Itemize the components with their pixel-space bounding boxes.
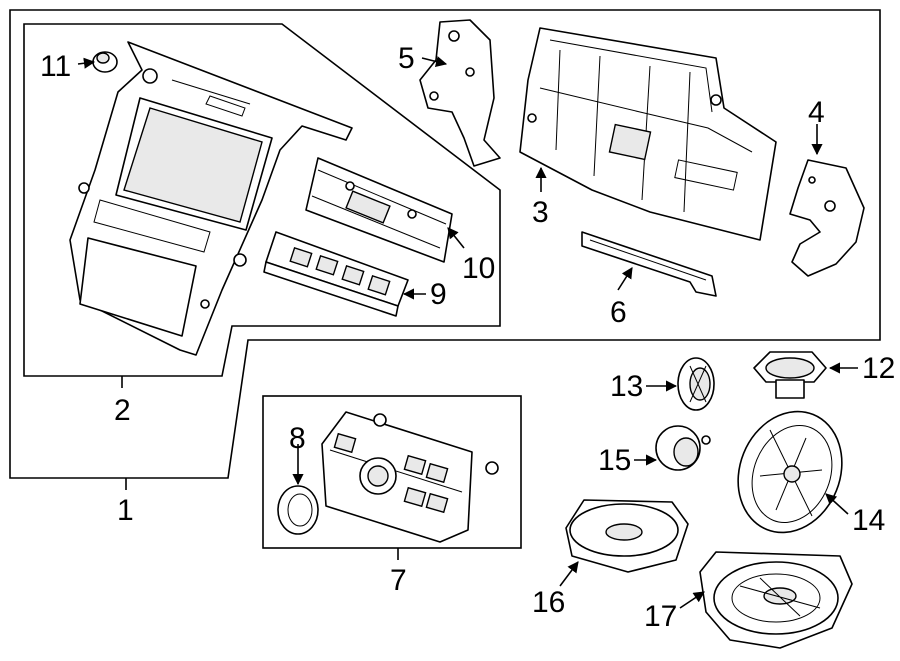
- callout-10: 10: [462, 252, 495, 285]
- head-unit-3-part: [519, 27, 777, 241]
- callout-3: 3: [532, 196, 549, 229]
- speaker-12-part: [753, 351, 827, 399]
- bracket-4-part: [789, 159, 865, 277]
- callout-6: 6: [610, 296, 627, 329]
- callout-4: 4: [808, 96, 825, 129]
- bracket-5-part: [419, 19, 501, 167]
- callout-8: 8: [289, 422, 306, 455]
- callout-13: 13: [610, 370, 643, 403]
- strip-bracket-6-part: [581, 231, 717, 297]
- callout-5: 5: [398, 42, 415, 75]
- callout-9: 9: [430, 278, 447, 311]
- leader-lines: [77, 56, 858, 609]
- speaker-16-part: [565, 499, 689, 573]
- knob-11-part: [92, 51, 118, 73]
- callout-11: 11: [40, 50, 71, 83]
- ring-trim-8-part: [277, 485, 319, 535]
- speaker-14-part: [737, 410, 843, 534]
- speaker-17-part: [699, 551, 853, 649]
- callout-17: 17: [644, 600, 677, 633]
- assembly-1-outline: [9, 9, 881, 479]
- callout-7: 7: [390, 564, 407, 597]
- climate-panel-7-part: [321, 411, 499, 543]
- switch-module-10-part: [305, 157, 453, 263]
- assembly-7-outline: [262, 395, 522, 549]
- center-bezel-part: [69, 41, 353, 356]
- callout-14: 14: [852, 504, 885, 537]
- tweeter-13-part: [677, 357, 715, 411]
- assembly-2-outline: [23, 23, 501, 377]
- callout-16: 16: [532, 586, 565, 619]
- callout-2: 2: [114, 394, 131, 427]
- callout-12: 12: [862, 352, 895, 385]
- tweeter-15-part: [655, 425, 711, 471]
- button-panel-9-part: [263, 231, 409, 317]
- callout-15: 15: [598, 444, 631, 477]
- callout-1: 1: [117, 494, 134, 527]
